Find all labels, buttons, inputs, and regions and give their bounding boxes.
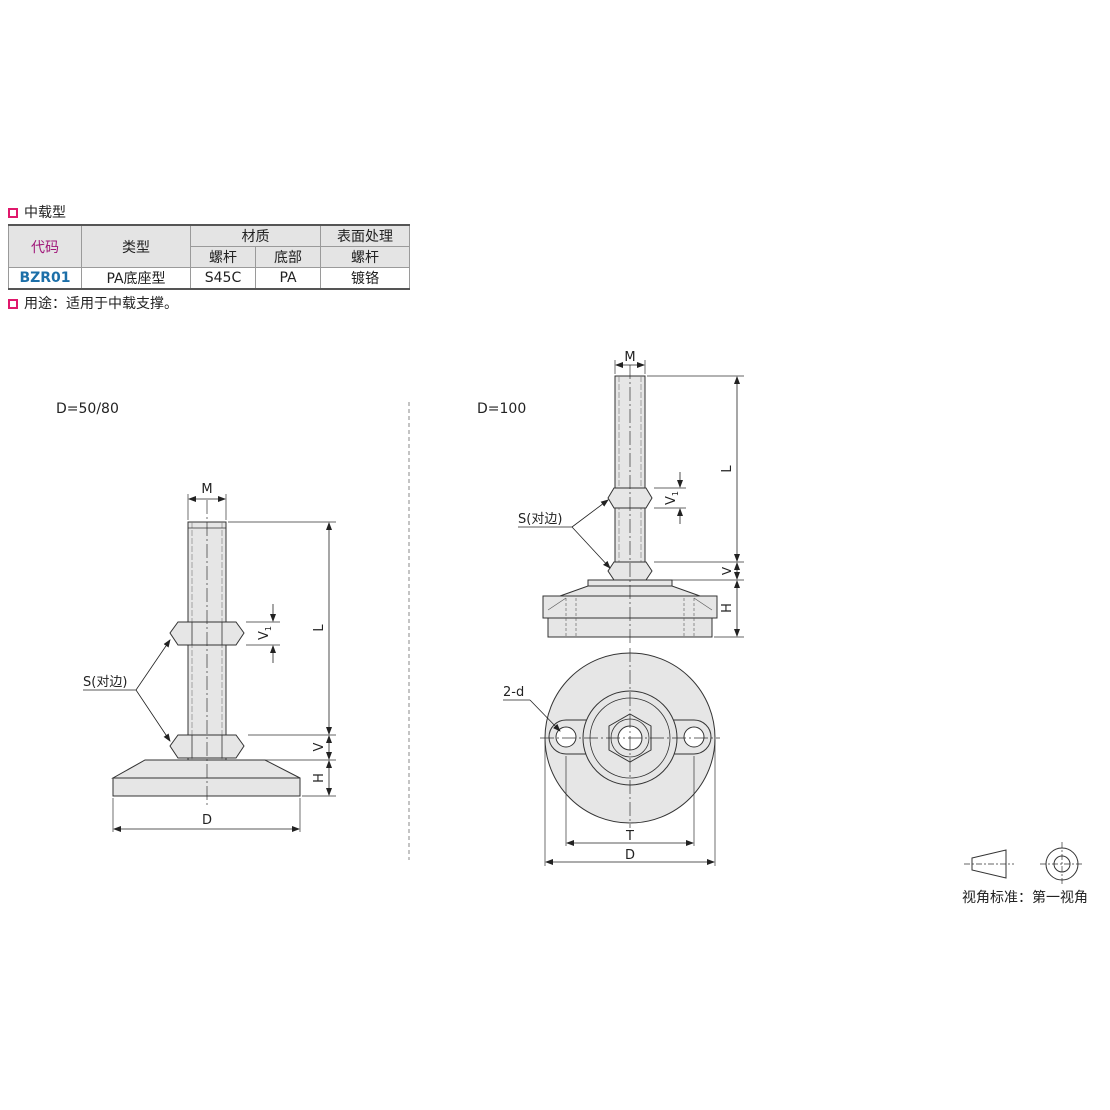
row-surface-treatment: 镀铬 (320, 267, 410, 290)
left-view: D=50/80 M L V1 (56, 401, 336, 832)
mount-hole-left (555, 726, 577, 748)
projection-label: 视角标准：第一视角 (962, 889, 1088, 906)
right-base-body (547, 617, 713, 638)
left-base-top (111, 759, 301, 779)
section-marker-icon (8, 208, 18, 218)
header-code: 代码 (8, 224, 82, 268)
section-title-text: 中载型 (24, 205, 66, 221)
usage-marker-icon (8, 299, 18, 309)
left-label-H: H (312, 773, 327, 783)
header-type: 类型 (81, 224, 191, 268)
row-code: BZR01 (8, 267, 82, 290)
header-base: 底部 (255, 246, 321, 268)
right-caption: D=100 (477, 401, 526, 417)
right-top-view: 2-d T D (503, 648, 720, 866)
right-label-T: T (625, 829, 634, 844)
left-label-D: D (202, 813, 212, 828)
section-title: 中载型 (8, 202, 66, 222)
row-type: PA底座型 (81, 267, 191, 290)
right-label-D: D (625, 848, 635, 863)
left-label-V: V (312, 742, 327, 751)
left-caption: D=50/80 (56, 401, 119, 417)
row-base-material: PA (255, 267, 321, 290)
right-label-V: V (720, 566, 734, 575)
left-label-S: S(对边) (83, 675, 127, 690)
right-label-S: S(对边) (518, 512, 562, 527)
right-label-2d: 2-d (503, 685, 524, 700)
header-material: 材质 (190, 224, 321, 247)
spec-table: 代码 类型 材质 表面处理 螺杆 底部 螺杆 BZR01 PA底座型 S45C … (8, 224, 410, 290)
right-label-V1: V1 (664, 491, 680, 505)
right-view: D=100 M L V (477, 350, 744, 866)
header-bolt: 螺杆 (190, 246, 256, 268)
mount-hole-right (683, 726, 705, 748)
right-bolt (614, 375, 646, 563)
left-label-M: M (201, 482, 212, 497)
right-label-L: L (720, 465, 735, 473)
usage-note: 用途：适用于中载支撑。 (8, 293, 178, 313)
left-label-L: L (312, 624, 327, 632)
left-label-V1: V1 (257, 626, 273, 640)
left-base-pad (112, 777, 301, 797)
right-label-M: M (624, 350, 635, 365)
right-label-H: H (720, 603, 735, 613)
row-bolt-material: S45C (190, 267, 256, 290)
projection-symbol: 视角标准：第一视角 (962, 842, 1088, 906)
header-surface-bolt: 螺杆 (320, 246, 410, 268)
usage-text: 用途：适用于中载支撑。 (24, 296, 178, 312)
